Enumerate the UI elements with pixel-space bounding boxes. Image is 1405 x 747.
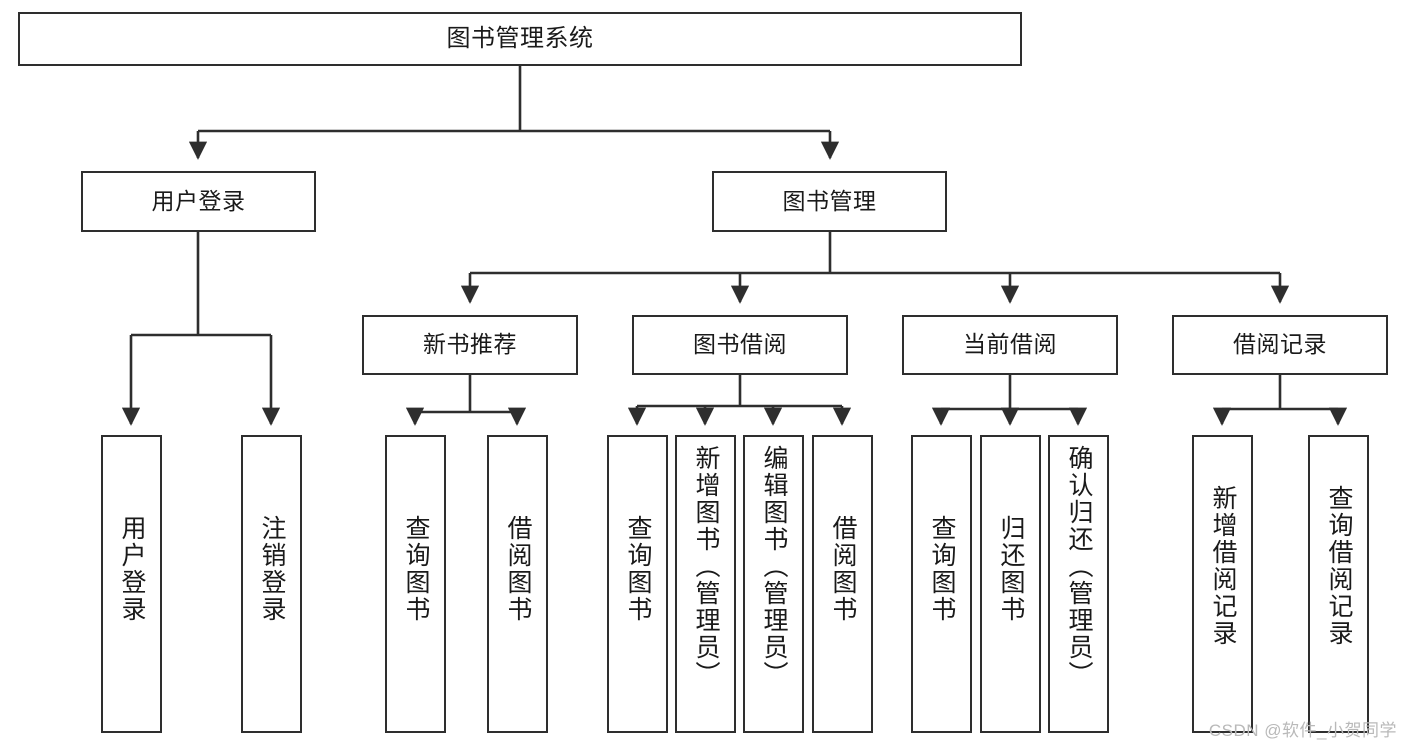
leaf-logout[interactable]: 注销登录 bbox=[241, 435, 302, 733]
leaf-query-book-2[interactable]: 查询图书 bbox=[607, 435, 668, 733]
leaf-edit-book-admin[interactable]: 编辑图书（管理员） bbox=[743, 435, 804, 733]
leaf-edit-book-admin-label: 编辑图书（管理员） bbox=[760, 445, 788, 688]
leaf-user-login[interactable]: 用户登录 bbox=[101, 435, 162, 733]
leaf-query-book-1[interactable]: 查询图书 bbox=[385, 435, 446, 733]
node-user-login[interactable]: 用户登录 bbox=[81, 171, 316, 232]
leaf-borrow-book-1-label: 借阅图书 bbox=[504, 515, 532, 623]
node-current-borrow-label: 当前借阅 bbox=[963, 331, 1057, 358]
leaf-query-book-1-label: 查询图书 bbox=[402, 515, 430, 623]
node-new-book-recommend[interactable]: 新书推荐 bbox=[362, 315, 578, 375]
node-book-borrow-label: 图书借阅 bbox=[693, 331, 787, 358]
leaf-confirm-return-admin[interactable]: 确认归还（管理员） bbox=[1048, 435, 1109, 733]
leaf-user-login-label: 用户登录 bbox=[118, 515, 146, 623]
node-book-manage-label: 图书管理 bbox=[782, 187, 877, 214]
leaf-query-borrow-record-label: 查询借阅记录 bbox=[1325, 485, 1353, 647]
node-root-label: 图书管理系统 bbox=[446, 24, 594, 52]
leaf-query-book-3[interactable]: 查询图书 bbox=[911, 435, 972, 733]
node-new-book-recommend-label: 新书推荐 bbox=[423, 331, 517, 358]
leaf-return-book-label: 归还图书 bbox=[997, 515, 1025, 623]
leaf-add-book-admin[interactable]: 新增图书（管理员） bbox=[675, 435, 736, 733]
leaf-borrow-book-1[interactable]: 借阅图书 bbox=[487, 435, 548, 733]
leaf-return-book[interactable]: 归还图书 bbox=[980, 435, 1041, 733]
leaf-add-borrow-record[interactable]: 新增借阅记录 bbox=[1192, 435, 1253, 733]
leaf-logout-label: 注销登录 bbox=[258, 515, 286, 623]
csdn-watermark: CSDN @软件_小贺同学 bbox=[1208, 721, 1397, 740]
leaf-query-borrow-record[interactable]: 查询借阅记录 bbox=[1308, 435, 1369, 733]
leaf-add-book-admin-label: 新增图书（管理员） bbox=[692, 445, 720, 688]
node-current-borrow[interactable]: 当前借阅 bbox=[902, 315, 1118, 375]
leaf-confirm-return-admin-label: 确认归还（管理员） bbox=[1065, 445, 1093, 688]
leaf-borrow-book-2[interactable]: 借阅图书 bbox=[812, 435, 873, 733]
leaf-borrow-book-2-label: 借阅图书 bbox=[829, 515, 857, 623]
node-user-login-label: 用户登录 bbox=[151, 187, 246, 214]
leaf-add-borrow-record-label: 新增借阅记录 bbox=[1209, 485, 1237, 647]
leaf-query-book-3-label: 查询图书 bbox=[928, 515, 956, 623]
node-book-borrow[interactable]: 图书借阅 bbox=[632, 315, 848, 375]
leaf-query-book-2-label: 查询图书 bbox=[624, 515, 652, 623]
node-book-manage[interactable]: 图书管理 bbox=[712, 171, 947, 232]
node-borrow-record[interactable]: 借阅记录 bbox=[1172, 315, 1388, 375]
node-borrow-record-label: 借阅记录 bbox=[1233, 331, 1327, 358]
node-root[interactable]: 图书管理系统 bbox=[18, 12, 1022, 66]
